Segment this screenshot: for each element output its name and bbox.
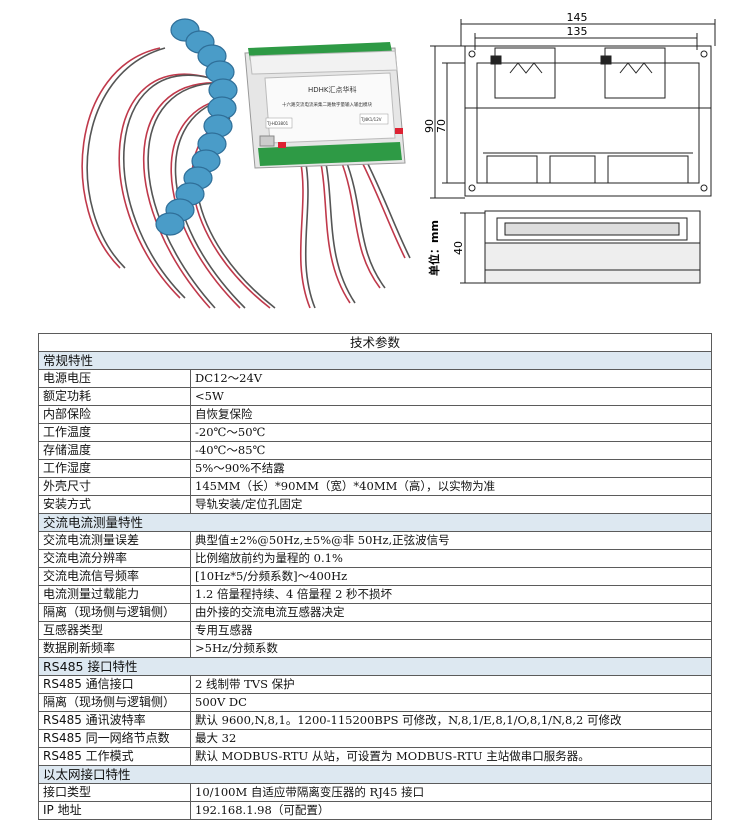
unit-label: 单位：mm — [427, 220, 441, 276]
param-label: 交流电流分辨率 — [38, 549, 191, 568]
dim-outer-height: 90 — [425, 119, 436, 133]
table-row: 内部保险自恢复保险 — [38, 405, 712, 424]
section-header: 交流电流测量特性 — [38, 513, 712, 532]
param-label: 存储温度 — [38, 441, 191, 460]
param-label: RS485 同一网络节点数 — [38, 729, 191, 748]
param-label: 工作温度 — [38, 423, 191, 442]
table-row: 隔离（现场侧与逻辑侧）由外接的交流电流互感器决定 — [38, 603, 712, 622]
table-row: 交流电流分辨率比例缩放前约为量程的 0.1% — [38, 549, 712, 568]
param-value: 2 线制带 TVS 保护 — [190, 675, 712, 694]
param-value: <5W — [190, 387, 712, 406]
param-value: 典型值±2%@50Hz,±5%@非 50Hz,正弦波信号 — [190, 531, 712, 550]
dim-depth: 40 — [452, 241, 465, 255]
param-label: 隔离（现场侧与逻辑侧） — [38, 603, 191, 622]
section-header-row: 常规特性 — [38, 351, 712, 370]
section-header: RS485 接口特性 — [38, 657, 712, 676]
param-label: IP 地址 — [38, 801, 191, 820]
param-label: 隔离（现场侧与逻辑侧） — [38, 693, 191, 712]
param-label: 交流电流测量误差 — [38, 531, 191, 550]
table-row: 交流电流信号频率[10Hz*5/分频系数]～400Hz — [38, 567, 712, 586]
param-value: 自恢复保险 — [190, 405, 712, 424]
param-value: 10/100M 自适应带隔离变压器的 RJ45 接口 — [190, 783, 712, 802]
param-value: 最大 32 — [190, 729, 712, 748]
section-header-row: 以太网接口特性 — [38, 765, 712, 784]
param-value: 1.2 倍量程持续、4 倍量程 2 秒不损坏 — [190, 585, 712, 604]
param-label: RS485 通讯波特率 — [38, 711, 191, 730]
param-label: 电源电压 — [38, 369, 191, 388]
param-value: 由外接的交流电流互感器决定 — [190, 603, 712, 622]
section-header: 以太网接口特性 — [38, 765, 712, 784]
module-brand: HDHK汇点华科 — [308, 85, 357, 94]
table-row: 交流电流测量误差典型值±2%@50Hz,±5%@非 50Hz,正弦波信号 — [38, 531, 712, 550]
param-value: -40℃～85℃ — [190, 441, 712, 460]
param-value: [10Hz*5/分频系数]～400Hz — [190, 567, 712, 586]
param-label: 内部保险 — [38, 405, 191, 424]
param-value: >5Hz/分频系数 — [190, 639, 712, 658]
param-label: 外壳尺寸 — [38, 477, 191, 496]
table-row: RS485 工作模式默认 MODBUS-RTU 从站，可设置为 MODBUS-R… — [38, 747, 712, 766]
table-title-row: 技术参数 — [38, 333, 712, 352]
module-product-name: 十六路交流电流采集二路数字量输入输出模块 — [282, 101, 372, 108]
table-row: 隔离（现场侧与逻辑侧）500V DC — [38, 693, 712, 712]
param-value: 专用互感器 — [190, 621, 712, 640]
module-label-left: TJ-HD3801 — [266, 121, 289, 126]
module-body: HDHK汇点华科 十六路交流电流采集二路数字量输入输出模块 TJ-HD3801 … — [244, 42, 406, 169]
product-photo: HDHK汇点华科 十六路交流电流采集二路数字量输入输出模块 TJ-HD3801 … — [81, 18, 411, 309]
table-row: 存储温度-40℃～85℃ — [38, 441, 712, 460]
table-row: 数据刷新频率>5Hz/分频系数 — [38, 639, 712, 658]
table-row: 额定功耗<5W — [38, 387, 712, 406]
param-value: 500V DC — [190, 693, 712, 712]
dim-inner-height: 70 — [435, 119, 448, 133]
table-row: RS485 通讯波特率默认 9600,N,8,1。1200-115200BPS … — [38, 711, 712, 730]
dim-outer-width: 145 — [567, 11, 588, 24]
param-value: 导轨安装/定位孔固定 — [190, 495, 712, 514]
param-value: 默认 MODBUS-RTU 从站，可设置为 MODBUS-RTU 主站做串口服务… — [190, 747, 712, 766]
table-row: RS485 同一网络节点数最大 32 — [38, 729, 712, 748]
param-label: 安装方式 — [38, 495, 191, 514]
module-label-right: TJ4K1/12V — [360, 117, 382, 122]
param-label: 电流测量过载能力 — [38, 585, 191, 604]
section-header-row: 交流电流测量特性 — [38, 513, 712, 532]
param-value: 192.168.1.98（可配置） — [190, 801, 712, 820]
section-header: 常规特性 — [38, 351, 712, 370]
param-value: 5%～90%不结露 — [190, 459, 712, 478]
param-value: 145MM（长）*90MM（宽）*40MM（高），以实物为准 — [190, 477, 712, 496]
table-title: 技术参数 — [38, 333, 712, 352]
param-label: 额定功耗 — [38, 387, 191, 406]
current-transformers — [155, 18, 238, 236]
section-header-row: RS485 接口特性 — [38, 657, 712, 676]
param-label: 工作湿度 — [38, 459, 191, 478]
param-label: 数据刷新频率 — [38, 639, 191, 658]
param-value: DC12～24V — [190, 369, 712, 388]
table-row: 互感器类型专用互感器 — [38, 621, 712, 640]
param-label: RS485 通信接口 — [38, 675, 191, 694]
dimension-drawing: 145 135 90 70 40 单位：mm — [425, 11, 716, 284]
table-row: 工作温度-20℃～50℃ — [38, 423, 712, 442]
table-row: 安装方式导轨安装/定位孔固定 — [38, 495, 712, 514]
param-value: -20℃～50℃ — [190, 423, 712, 442]
param-value: 默认 9600,N,8,1。1200-115200BPS 可修改，N,8,1/E… — [190, 711, 712, 730]
param-value: 比例缩放前约为量程的 0.1% — [190, 549, 712, 568]
twisted-wires — [81, 47, 411, 309]
dim-inner-width: 135 — [567, 25, 588, 38]
param-label: 接口类型 — [38, 783, 191, 802]
param-label: RS485 工作模式 — [38, 747, 191, 766]
param-label: 交流电流信号频率 — [38, 567, 191, 586]
param-label: 互感器类型 — [38, 621, 191, 640]
